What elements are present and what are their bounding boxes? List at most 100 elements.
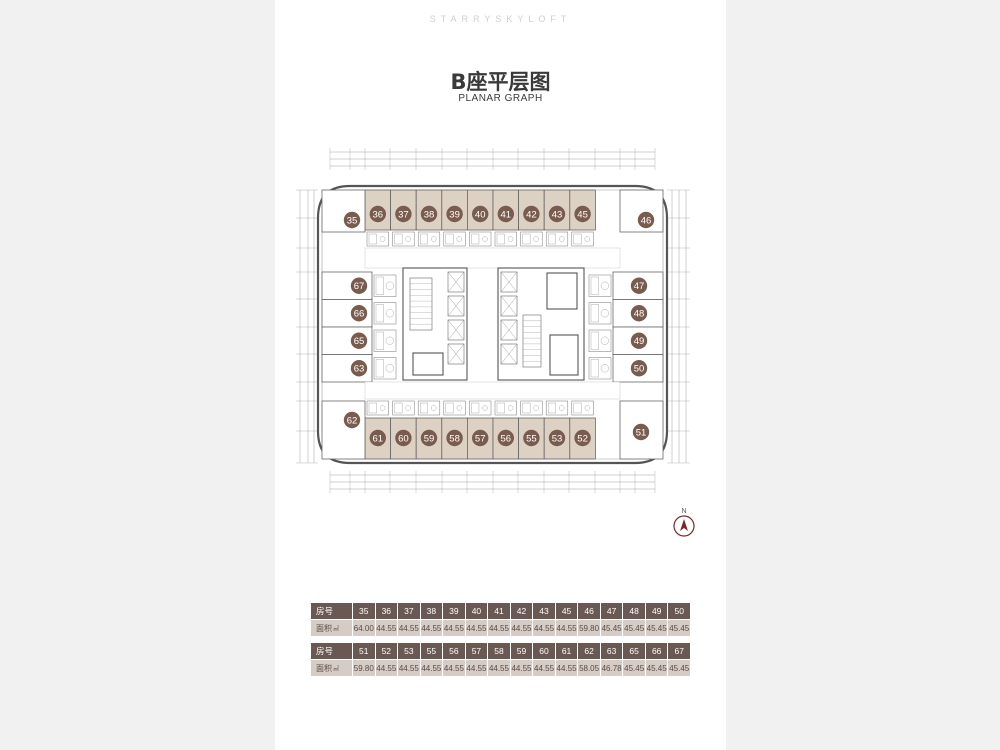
unit-number: 36 bbox=[373, 209, 384, 220]
bathroom-fixture bbox=[520, 231, 543, 247]
unit-number-badge: 40 bbox=[472, 205, 489, 223]
area-label: 面积㎡ bbox=[310, 619, 353, 637]
bathroom-fixture bbox=[520, 400, 543, 416]
area-label: 面积㎡ bbox=[310, 659, 353, 677]
unit-number-badge: 60 bbox=[395, 429, 412, 447]
compass-label: N bbox=[681, 508, 686, 515]
elevator-shaft bbox=[447, 343, 465, 365]
corridor bbox=[364, 381, 621, 400]
room-number-cell: 57 bbox=[464, 642, 489, 660]
service-room bbox=[412, 352, 444, 376]
unit-number: 62 bbox=[347, 415, 358, 426]
service-room bbox=[546, 272, 578, 310]
room-number-cell: 53 bbox=[397, 642, 421, 660]
stairwell bbox=[409, 277, 433, 331]
area-cell: 45.45 bbox=[622, 619, 646, 637]
compass: N bbox=[673, 508, 695, 537]
bathroom-fixture bbox=[373, 274, 397, 297]
area-cell: 44.55 bbox=[554, 619, 579, 637]
area-cell: 44.55 bbox=[464, 659, 489, 677]
unit-number: 43 bbox=[552, 209, 563, 220]
unit-number: 37 bbox=[398, 209, 409, 220]
unit-number: 48 bbox=[634, 309, 645, 320]
room-number-cell: 52 bbox=[374, 642, 399, 660]
room-number-cell: 58 bbox=[487, 642, 511, 660]
bathroom-fixture bbox=[545, 231, 569, 247]
area-label-text: 面积 bbox=[316, 663, 332, 673]
elevator-shaft bbox=[500, 295, 518, 317]
room-number-cell: 59 bbox=[509, 642, 534, 660]
room-number-cell: 66 bbox=[644, 642, 669, 660]
area-cell: 64.00 bbox=[352, 619, 376, 637]
area-cell: 45.45 bbox=[599, 619, 624, 637]
room-number-cell: 65 bbox=[622, 642, 646, 660]
area-cell: 44.55 bbox=[487, 619, 511, 637]
unit-number: 52 bbox=[577, 433, 588, 444]
area-cell: 45.45 bbox=[667, 659, 691, 677]
unit-number: 60 bbox=[398, 433, 409, 444]
unit-number-badge: 55 bbox=[523, 429, 540, 447]
room-number-cell: 39 bbox=[442, 602, 466, 620]
service-room bbox=[549, 334, 579, 376]
room-number-cell: 46 bbox=[577, 602, 601, 620]
elevator-shaft bbox=[447, 271, 465, 293]
unit-number: 58 bbox=[449, 433, 460, 444]
area-cell: 44.55 bbox=[532, 619, 556, 637]
unit-number-badge: 59 bbox=[420, 429, 438, 447]
bathroom-fixture bbox=[417, 231, 441, 247]
unit-number: 63 bbox=[354, 364, 365, 375]
room-number-cell: 35 bbox=[352, 602, 376, 620]
unit-number-badge: 56 bbox=[497, 429, 514, 447]
unit-number-badge: 51 bbox=[632, 423, 650, 441]
bathroom-fixture bbox=[571, 231, 594, 247]
bathroom-fixture bbox=[545, 400, 569, 416]
area-cell: 44.55 bbox=[487, 659, 511, 677]
unit-number-badge: 39 bbox=[446, 205, 463, 223]
unit-number-badge: 37 bbox=[395, 205, 412, 223]
unit-number-badge: 62 bbox=[343, 411, 361, 429]
area-cell: 44.55 bbox=[374, 659, 399, 677]
area-unit: ㎡ bbox=[333, 666, 340, 673]
bathroom-fixture bbox=[392, 400, 415, 416]
unit-number-badge: 49 bbox=[630, 332, 648, 349]
unit-number: 38 bbox=[424, 209, 435, 220]
unit-number-badge: 48 bbox=[630, 305, 648, 322]
unit-number: 55 bbox=[526, 433, 537, 444]
bathroom-fixture bbox=[366, 231, 389, 247]
bathroom-fixture bbox=[588, 357, 612, 380]
dimension-lines bbox=[296, 148, 690, 493]
central-core bbox=[364, 247, 621, 400]
unit-number: 47 bbox=[634, 281, 645, 292]
unit-corner-nw bbox=[321, 189, 366, 233]
area-cell: 44.55 bbox=[532, 659, 556, 677]
room-number-cell: 37 bbox=[397, 602, 421, 620]
bathroom-fixture bbox=[571, 400, 594, 416]
area-cell: 44.55 bbox=[554, 659, 579, 677]
room-number-label: 房号 bbox=[310, 642, 353, 660]
unit-number-badge: 36 bbox=[369, 205, 386, 223]
unit-number: 40 bbox=[475, 209, 486, 220]
bathroom-fixture bbox=[373, 329, 397, 352]
room-number-cell: 63 bbox=[599, 642, 624, 660]
unit-number: 66 bbox=[354, 309, 365, 320]
room-number-cell: 43 bbox=[532, 602, 556, 620]
bathroom-fixture bbox=[392, 231, 415, 247]
area-cell: 44.55 bbox=[397, 659, 421, 677]
area-cell: 44.55 bbox=[397, 619, 421, 637]
bathroom-fixture bbox=[494, 400, 517, 416]
bathroom-fixture bbox=[469, 400, 492, 416]
unit-number: 51 bbox=[636, 427, 647, 438]
unit-number: 61 bbox=[373, 433, 384, 444]
unit-number-badge: 43 bbox=[548, 205, 566, 223]
area-cell: 59.80 bbox=[577, 619, 601, 637]
room-number-label: 房号 bbox=[310, 602, 353, 620]
page-subtitle: PLANAR GRAPH bbox=[458, 93, 543, 104]
unit-number-badge: 58 bbox=[446, 429, 463, 447]
elevator-shaft bbox=[500, 271, 518, 293]
unit-number: 56 bbox=[501, 433, 512, 444]
bathroom-fixture bbox=[443, 400, 466, 416]
